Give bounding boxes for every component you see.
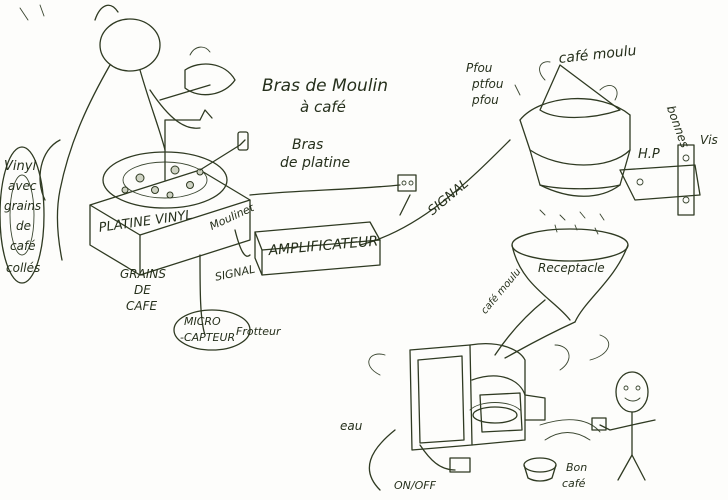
amplifier-drawing bbox=[254, 221, 381, 276]
label-vinyl-1: Vinyl bbox=[4, 159, 37, 174]
label-vinyl-4: de bbox=[16, 219, 31, 233]
label-sound-2: ptfou bbox=[472, 77, 504, 91]
label-eau: eau bbox=[340, 419, 363, 433]
label-vinyl-6: collés bbox=[6, 261, 41, 275]
vinyl-record-drawing bbox=[0, 146, 45, 284]
stick-figure-drawing bbox=[591, 371, 656, 481]
label-grains-3: CAFE bbox=[126, 299, 158, 313]
label-frotteur: Frotteur bbox=[236, 325, 281, 338]
receptacle-drawing bbox=[494, 209, 629, 359]
label-hp: H.P bbox=[638, 147, 660, 162]
speaker-drawing bbox=[514, 61, 701, 216]
micro-capteur-drawing bbox=[173, 309, 251, 351]
label-micro-1: MICRO bbox=[184, 315, 221, 328]
grinder-figure-drawing bbox=[19, 4, 236, 261]
label-bras-platine-line2: de platine bbox=[280, 155, 351, 171]
label-sound-3: pfou bbox=[472, 93, 499, 107]
label-vinyl-5: café bbox=[10, 239, 36, 253]
turntable-drawing bbox=[89, 109, 251, 276]
coffee-machine-drawing bbox=[368, 334, 610, 491]
label-sound-1: Pfou bbox=[466, 61, 493, 75]
label-grains-2: DE bbox=[134, 283, 151, 297]
label-bras-moulin: Bras de Moulin bbox=[262, 76, 389, 96]
label-grains-1: GRAINS bbox=[120, 267, 166, 281]
label-on-off: ON/OFF bbox=[394, 479, 436, 492]
label-bon-cafe-2: café bbox=[562, 477, 586, 490]
label-vinyl-3: grains bbox=[4, 199, 42, 213]
label-bras-moulin-line2: à café bbox=[300, 98, 346, 116]
label-bonnes-vis-2: Vis bbox=[700, 133, 718, 147]
label-receptacle: Receptacle bbox=[538, 261, 605, 275]
label-vinyl-2: avec bbox=[8, 179, 37, 193]
wires-drawing bbox=[199, 139, 511, 336]
label-micro-2: -CAPTEUR bbox=[180, 331, 236, 344]
label-bras-platine: Bras bbox=[292, 137, 324, 153]
label-bon-cafe-1: Bon bbox=[566, 461, 588, 474]
